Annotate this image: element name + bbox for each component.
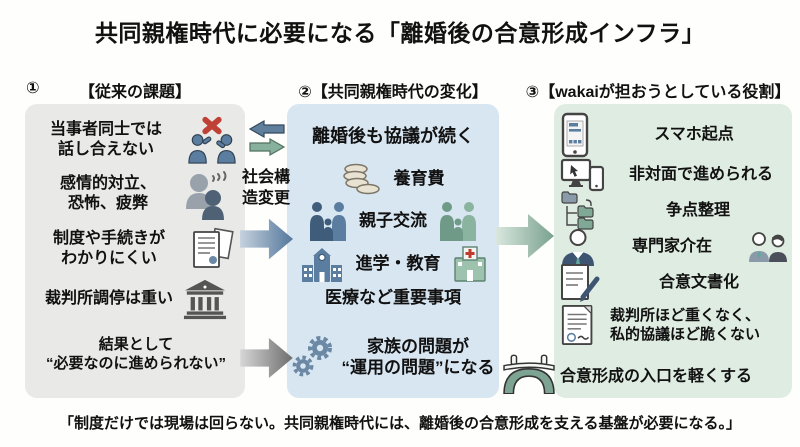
footer-quote: 「制度だけでは現場は回らない。共同親権時代には、離婚後の合意形成を支える基盤が必… bbox=[58, 415, 742, 432]
col3-header: ③【wakaiが担おうとしている役割】 bbox=[516, 78, 800, 102]
big-teal-arrow-icon bbox=[496, 214, 554, 258]
item-text: 裁判所ほど重くなく、 私的協議ほど脆くない bbox=[610, 306, 761, 344]
item-text: 合意形成の入口を軽くする bbox=[560, 368, 753, 385]
item-text: 親子交流 bbox=[359, 211, 427, 231]
col3-header-label: 【wakaiが担おうとしている役割】 bbox=[539, 84, 791, 101]
item-text: 進学・教育 bbox=[355, 254, 441, 274]
back-and-forth-arrows-icon bbox=[248, 119, 286, 157]
item-text: 医療など重要事項 bbox=[325, 288, 461, 308]
col2-item-2: 親子交流 bbox=[289, 200, 497, 242]
page-title: 共同親権時代に必要になる「離婚後の合意形成インフラ」 bbox=[94, 20, 706, 46]
item-text: 家族の問題が “運用の問題”になる bbox=[341, 336, 495, 377]
col3-item-7: 合意形成の入口を軽くする bbox=[560, 362, 788, 386]
distressed-people-icon bbox=[186, 171, 227, 220]
col2-number: ② bbox=[298, 84, 312, 101]
family-blue-icon bbox=[310, 202, 346, 241]
item-text: スマホ起点 bbox=[654, 125, 734, 143]
document-pen-icon bbox=[561, 264, 600, 302]
gears-icon bbox=[292, 336, 332, 377]
col2-item-5: 家族の問題が “運用の問題”になる bbox=[289, 328, 497, 386]
big-gray-arrow-icon bbox=[240, 337, 293, 379]
col1-item-1: 当事者同士では 話し合えない bbox=[30, 113, 242, 167]
col1-number: ① bbox=[26, 80, 40, 97]
col1-header: 【従来の課題】 bbox=[78, 84, 191, 101]
col2-item-3: 進学・教育 bbox=[289, 243, 497, 285]
people-arguing-icon bbox=[188, 116, 236, 164]
col3-item-1: スマホ起点 bbox=[560, 111, 788, 159]
col2-item-4: 医療など重要事項 bbox=[289, 284, 497, 312]
coins-icon bbox=[342, 163, 380, 195]
item-text: 当事者同士では 話し合えない bbox=[49, 121, 162, 158]
documents-icon bbox=[193, 227, 234, 268]
col2-header-label: 【共同親権時代の変化】 bbox=[311, 84, 488, 101]
col1-item-4: 裁判所調停は重い bbox=[30, 276, 242, 322]
sealed-document-icon bbox=[561, 305, 593, 345]
col3-item-3: 争点整理 bbox=[560, 191, 788, 230]
monitor-tablet-icon bbox=[560, 158, 604, 192]
col3-item-4: 専門家介在 bbox=[560, 227, 788, 267]
big-blue-arrow-icon bbox=[240, 218, 294, 260]
col3-item-6: 裁判所ほど重くなく、 私的協議ほど脆くない bbox=[560, 301, 788, 349]
item-text: 制度や手続きが わかりにくい bbox=[52, 230, 165, 267]
item-text: 結果として “必要なのに進められない” bbox=[45, 336, 226, 372]
bridge-icon bbox=[503, 354, 555, 394]
item-text: 専門家介在 bbox=[631, 237, 712, 255]
col2-header: ②【共同親権時代の変化】 bbox=[262, 78, 524, 102]
item-text: 感情的対立、 恐怖、疲弊 bbox=[59, 175, 156, 212]
school-icon bbox=[301, 248, 342, 282]
item-text: 争点整理 bbox=[665, 201, 730, 219]
hospital-icon bbox=[453, 246, 486, 282]
col2-heading: 離婚後も協議が続く bbox=[312, 126, 474, 146]
courthouse-icon bbox=[183, 279, 227, 320]
social-structure-change-label: 社会構 造変更 bbox=[241, 169, 290, 207]
col2-item-1: 養育費 bbox=[289, 160, 497, 198]
smartphone-icon bbox=[561, 112, 589, 158]
item-text: 非対面で進められる bbox=[628, 165, 773, 183]
col3-item-2: 非対面で進められる bbox=[560, 156, 788, 194]
panel-wakai-role bbox=[554, 104, 792, 398]
item-text: 裁判所調停は重い bbox=[44, 290, 173, 307]
item-text: 合意文書化 bbox=[658, 273, 739, 291]
folders-tree-icon bbox=[561, 191, 594, 230]
expert-icon bbox=[562, 229, 594, 266]
col3-item-5: 合意文書化 bbox=[560, 263, 788, 303]
col1-item-5: 結果として “必要なのに進められない” bbox=[30, 330, 242, 380]
col1-item-3: 制度や手続きが わかりにくい bbox=[30, 222, 242, 276]
item-text: 養育費 bbox=[393, 169, 445, 189]
col1-item-2: 感情的対立、 恐怖、疲弊 bbox=[30, 167, 242, 221]
family-green-icon bbox=[440, 202, 476, 241]
two-people-icon bbox=[749, 232, 787, 262]
col3-number: ③ bbox=[525, 84, 540, 101]
